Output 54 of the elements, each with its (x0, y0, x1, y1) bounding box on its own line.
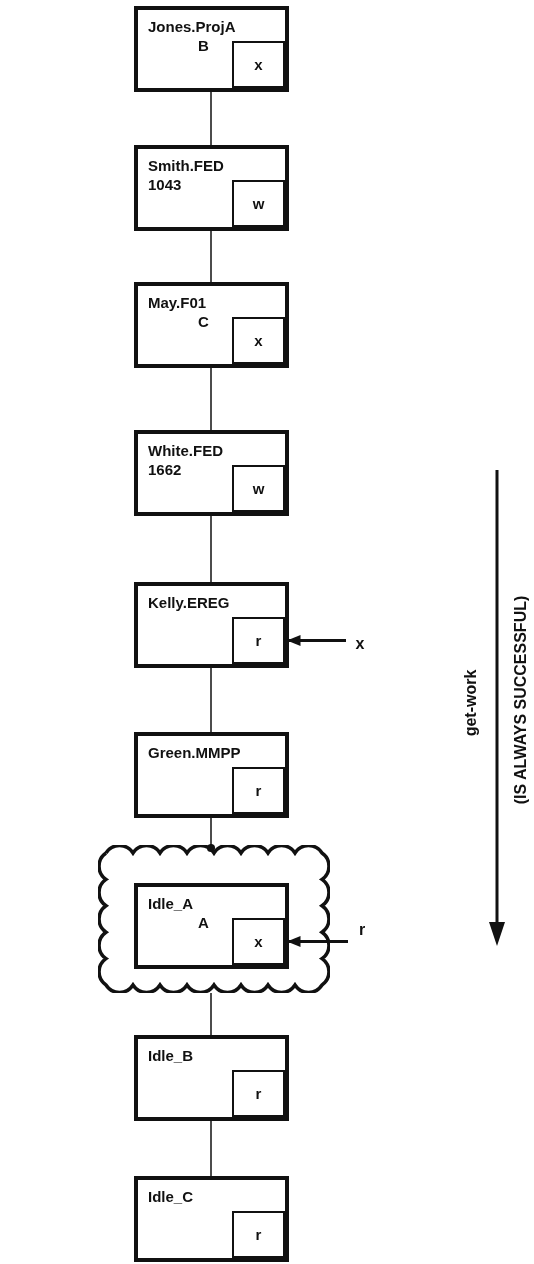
state-box (232, 317, 285, 364)
process-detail: 1662 (148, 461, 182, 479)
process-name: White.FED (148, 442, 223, 460)
state-box (232, 1070, 285, 1117)
connector-line (210, 992, 212, 1036)
connector-line (210, 1120, 212, 1177)
direction-label: get-work (462, 669, 480, 737)
process-box (134, 732, 289, 818)
process-box (134, 582, 289, 668)
state-letter: r (255, 1226, 262, 1243)
state-box (232, 1211, 285, 1258)
process-name: Kelly.EREG (148, 594, 230, 612)
process-box (134, 1176, 289, 1262)
direction-note: (IS ALWAYS SUCCESSFUL) (512, 595, 530, 805)
process-box (134, 430, 289, 516)
state-letter: w (252, 480, 265, 497)
process-detail: A (198, 914, 209, 932)
process-box (134, 6, 289, 92)
label-text: x (355, 635, 365, 653)
process-name: Smith.FED (148, 157, 224, 175)
connector-line (210, 515, 212, 583)
process-name: May.F01 (148, 294, 207, 312)
connector-line (210, 91, 212, 146)
process-detail: C (198, 313, 209, 331)
process-name: Idle_B (148, 1047, 193, 1065)
state-box (232, 767, 285, 814)
process-name: Green.MMPP (148, 744, 241, 762)
state-box (232, 465, 285, 512)
state-box (232, 180, 285, 227)
process-name: Idle_C (148, 1188, 193, 1206)
connector-line (210, 667, 212, 733)
state-letter: x (254, 933, 263, 950)
state-letter: w (252, 195, 265, 212)
state-letter: r (255, 782, 262, 799)
connector-line (210, 367, 212, 431)
state-box (232, 41, 285, 88)
connector-line (210, 230, 212, 283)
process-detail: 1043 (148, 176, 182, 194)
process-name: Idle_A (148, 895, 193, 913)
process-detail: B (198, 37, 209, 55)
process-box (134, 145, 289, 231)
process-box (134, 1035, 289, 1121)
state-box (232, 617, 285, 664)
process-box (134, 883, 289, 969)
state-box (232, 918, 285, 965)
state-letter: r (255, 1085, 262, 1102)
connector-line (206, 817, 216, 853)
process-box (134, 282, 289, 368)
label-text: r (358, 921, 366, 939)
cloud-shape (98, 845, 330, 993)
state-letter: x (254, 332, 263, 349)
process-name: Jones.ProjA (148, 18, 236, 36)
state-letter: r (255, 632, 262, 649)
state-letter: x (254, 56, 263, 73)
